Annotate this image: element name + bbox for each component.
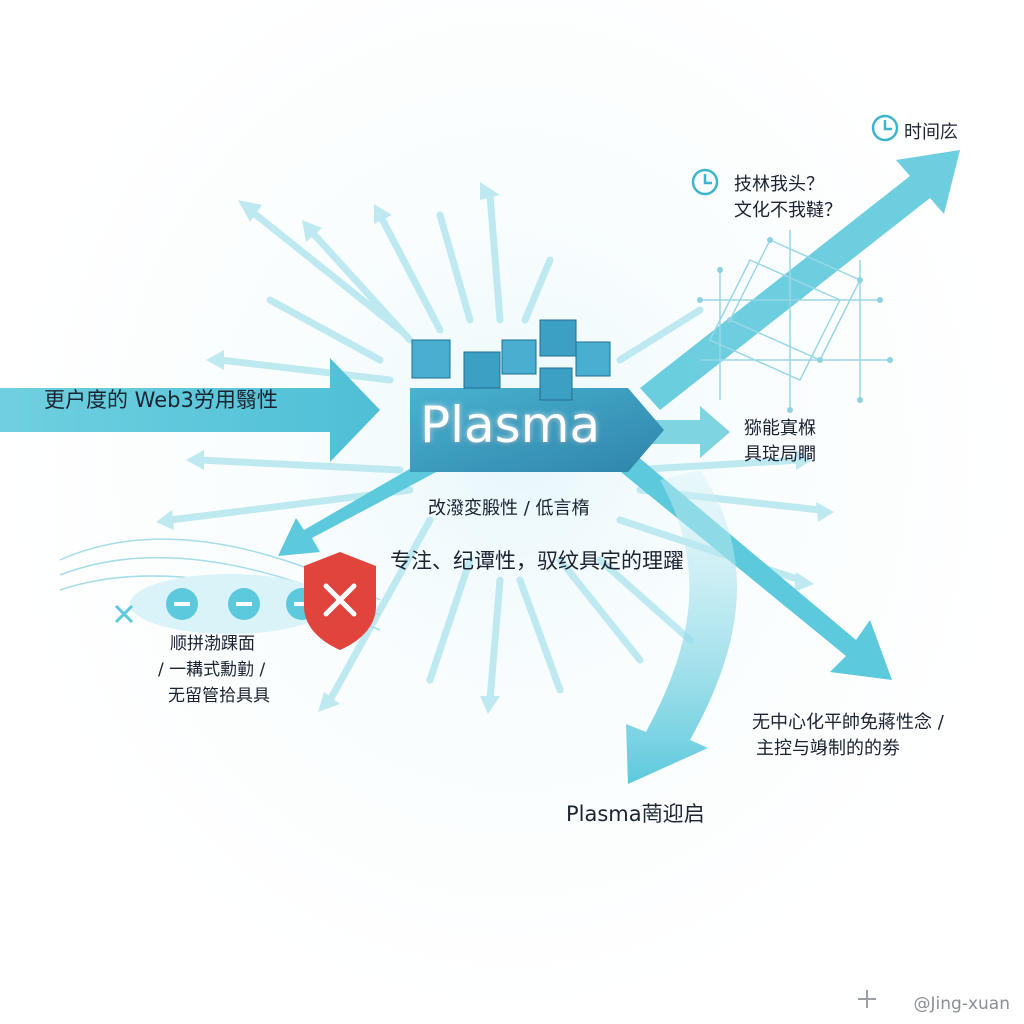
clock-icon bbox=[691, 168, 719, 196]
question-line-2: 文化不我韃？ bbox=[734, 200, 842, 221]
network-nodes bbox=[697, 237, 893, 413]
caption-line-1: 改潑変腶性 / 低言楕 bbox=[428, 498, 590, 519]
bottom-right-line-2: 主控与竧制的的劵 bbox=[756, 738, 900, 759]
plasma-title: Plasma bbox=[420, 396, 601, 454]
problem-line-3: 无留管拾具具 bbox=[168, 686, 270, 706]
bottom-label: Plasma菵迎启 bbox=[566, 802, 705, 826]
question-line-1: 技林我头？ bbox=[734, 174, 824, 195]
left-main-arrow bbox=[0, 358, 380, 462]
caption-line-2: 专注、纪谭性，驭纹具定的理躍 bbox=[390, 549, 684, 573]
right-small-arrow bbox=[650, 406, 730, 458]
watermark: @Jing-xuan bbox=[913, 994, 1010, 1014]
x-icon bbox=[114, 604, 134, 624]
radiating-arrowheads bbox=[156, 182, 834, 714]
sparkle-icon bbox=[858, 990, 876, 1008]
center-box bbox=[410, 388, 664, 472]
problem-line-2: / 一耩式勳勭 / bbox=[158, 660, 266, 680]
top-right-label: 时间庅 bbox=[904, 122, 958, 143]
right-line-1: 猕能寘椺 bbox=[744, 418, 816, 439]
left-arrow-label: 更户度的 Web3労用翳性 bbox=[44, 388, 278, 412]
right-line-2: 具琔局瞷 bbox=[744, 444, 816, 465]
cubes bbox=[411, 319, 611, 401]
clock-icon bbox=[871, 114, 899, 142]
bottom-right-line-1: 无中心化平帥免蔣性念 / bbox=[752, 712, 944, 733]
down-left-arrow bbox=[278, 456, 440, 556]
shield-x-icon bbox=[323, 583, 357, 617]
problem-line-1: 顺拼渤踝面 bbox=[170, 634, 255, 654]
bottom-arrow bbox=[626, 470, 738, 784]
